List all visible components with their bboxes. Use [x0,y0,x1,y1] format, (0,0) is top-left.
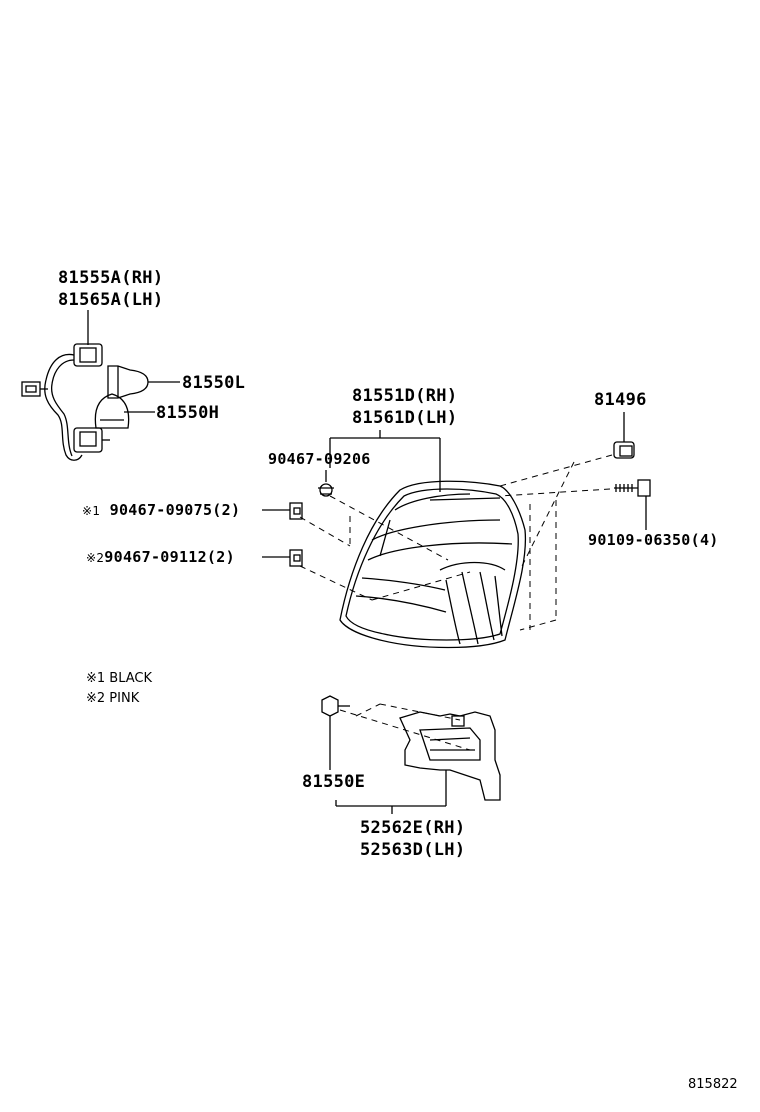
label-socket-rh: 81555A(RH) [58,268,164,288]
label-clip-09112: 90467-09112(2) [104,548,235,566]
label-81496: 81496 [594,390,647,410]
label-bracket-rh: 52562E(RH) [360,818,466,838]
label-bracket-lh: 52563D(LH) [360,840,466,860]
socket-harness-drawing [21,310,180,461]
label-socket-lh: 81565A(LH) [58,290,164,310]
label-lamp-lh: 81561D(LH) [352,408,458,428]
label-81550e: 81550E [302,772,366,792]
label-bolt-06350: 90109-06350(4) [588,531,719,549]
part-81496-drawing [613,412,635,459]
clip-09206-drawing [318,470,334,497]
bolt-drawing [614,479,651,530]
label-clip-09075: 90467-09075(2) [109,501,241,519]
bracket-drawing [335,711,501,814]
part-81550e-drawing [321,695,350,770]
note-pink: ※2 PINK [86,691,140,706]
note-black: ※1 BLACK [86,671,153,686]
label-clip-09206: 90467-09206 [268,450,371,468]
mark-1: ※1 [82,504,101,518]
label-lamp-rh: 81551D(RH) [352,386,458,406]
rear-lamp-drawing [329,430,527,649]
mark-2: ※2 [86,551,105,565]
label-bulb-81550l: 81550L [182,373,246,393]
nut-clip-2-drawing [262,549,303,567]
row-clip-09112: ※290467-09112(2) [86,547,235,568]
row-clip-09075: ※1 90467-09075(2) [82,500,240,521]
figure-id: 815822 [688,1077,738,1092]
nut-clip-1-drawing [262,502,303,520]
label-bulb-81550h: 81550H [156,403,220,423]
